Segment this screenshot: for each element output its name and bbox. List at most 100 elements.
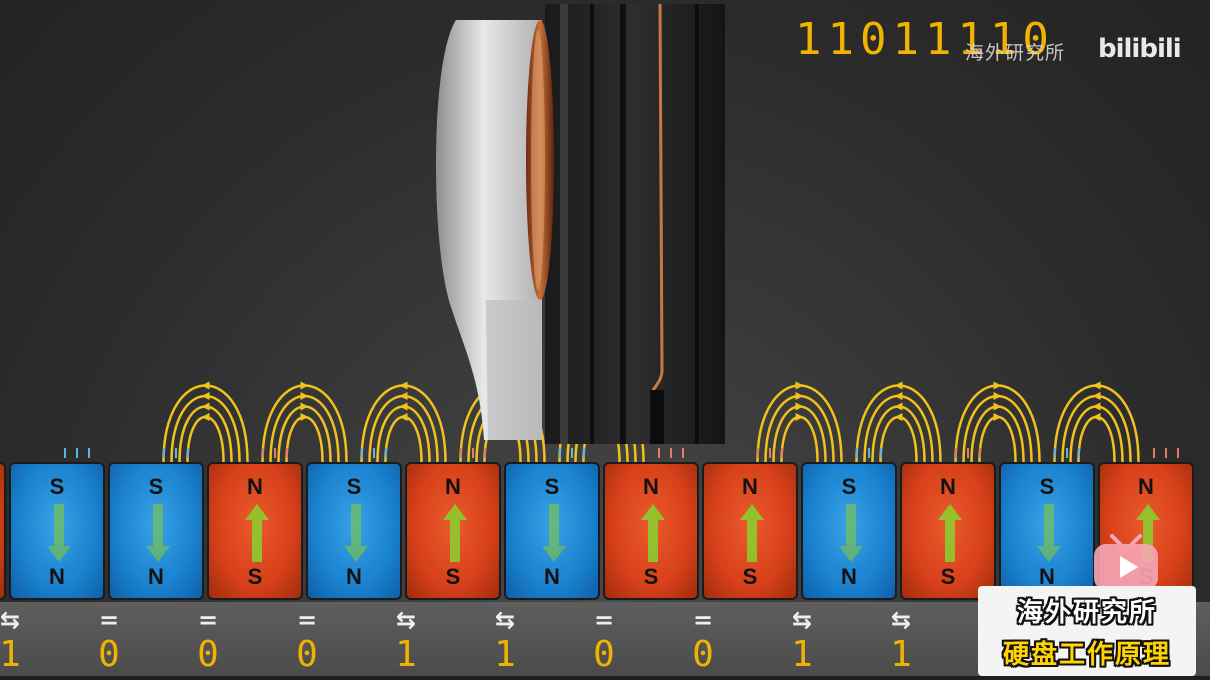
decoded-bit: 1: [395, 634, 417, 675]
field-direction-marker: [201, 381, 210, 390]
pole-label-bottom: S: [247, 564, 263, 589]
field-direction-marker: [399, 413, 408, 421]
pole-label-bottom: S: [940, 564, 956, 589]
decoded-bit: 1: [494, 634, 516, 675]
decoded-bit: 1: [0, 634, 21, 675]
field-line: [186, 416, 225, 463]
field-direction-marker: [894, 402, 903, 411]
arrow-down-icon: [542, 504, 566, 562]
pole-label-top: S: [148, 474, 164, 499]
arrow-up-icon: [641, 504, 665, 562]
pole-label-top: S: [841, 474, 857, 499]
pole-label-bottom: N: [841, 564, 857, 589]
field-line: [384, 416, 423, 463]
field-direction-marker: [300, 402, 309, 411]
pole-label-bottom: N: [544, 564, 560, 589]
field-direction-marker: [993, 381, 1002, 390]
arrow-up-icon: [1136, 504, 1160, 562]
flux-reversal-icon: ⇆: [791, 606, 813, 634]
read-write-head: [435, 3, 725, 444]
arrow-up-icon: [938, 504, 962, 562]
field-direction-marker: [894, 381, 903, 390]
pole-label-top: S: [346, 474, 362, 499]
field-direction-marker: [300, 413, 309, 421]
field-direction-marker: [795, 392, 804, 400]
arrow-up-icon: [443, 504, 467, 562]
field-direction-marker: [894, 392, 903, 400]
pole-label-bottom: S: [643, 564, 659, 589]
pole-label-bottom: S: [742, 564, 758, 589]
flux-reversal-icon: ⇆: [0, 606, 21, 634]
decoded-bit: 1: [890, 634, 912, 675]
field-direction-marker: [1092, 392, 1101, 400]
field-direction-marker: [1092, 413, 1101, 421]
caption-title: 硬盘工作原理: [1002, 640, 1171, 670]
field-direction-marker: [300, 381, 309, 390]
field-direction-marker: [399, 392, 408, 400]
field-direction-marker: [300, 392, 309, 400]
field-direction-marker: [894, 413, 903, 421]
decoded-bit: 0: [593, 634, 615, 675]
field-direction-marker: [201, 402, 210, 411]
no-transition-icon: =: [593, 606, 615, 634]
caption-channel: 海外研究所: [1016, 598, 1157, 628]
field-direction-marker: [399, 402, 408, 411]
pole-label-bottom: S: [445, 564, 461, 589]
field-direction-marker: [201, 392, 210, 400]
field-direction-marker: [1092, 402, 1101, 411]
pole-label-bottom: N: [346, 564, 362, 589]
decoded-bit: 0: [296, 634, 318, 675]
field-direction-marker: [795, 402, 804, 411]
no-transition-icon: =: [296, 606, 318, 634]
title-caption: 海外研究所 硬盘工作原理: [978, 586, 1196, 676]
frame-bottom-edge: [0, 676, 1210, 680]
arrow-down-icon: [47, 504, 71, 562]
field-direction-marker: [1092, 381, 1101, 390]
decoded-bit: 1: [791, 634, 813, 675]
flux-reversal-icon: ⇆: [494, 606, 516, 634]
field-line: [780, 416, 819, 463]
flux-arrows: [64, 448, 1179, 458]
decoded-bit: 0: [692, 634, 714, 675]
pole-label-bottom: N: [148, 564, 164, 589]
no-transition-icon: =: [197, 606, 219, 634]
arrow-up-icon: [740, 504, 764, 562]
field-line: [1077, 416, 1116, 463]
magnet-north-up: [0, 462, 6, 600]
pole-label-top: N: [247, 474, 263, 499]
field-line: [978, 416, 1017, 463]
field-direction-marker: [795, 381, 804, 390]
field-direction-marker: [993, 402, 1002, 411]
arrow-up-icon: [245, 504, 269, 562]
pole-label-bottom: N: [1039, 564, 1055, 589]
field-line: [285, 416, 324, 463]
field-direction-marker: [201, 413, 210, 421]
bilibili-tv-icon: [1094, 534, 1158, 590]
arrow-down-icon: [146, 504, 170, 562]
pole-label-top: N: [445, 474, 461, 499]
flux-reversal-icon: ⇆: [890, 606, 912, 634]
flux-reversal-icon: ⇆: [395, 606, 417, 634]
field-direction-marker: [993, 392, 1002, 400]
pole-label-top: S: [1039, 474, 1055, 499]
arrow-down-icon: [1037, 504, 1061, 562]
no-transition-icon: =: [692, 606, 714, 634]
platter-magnet-row: SNSNNSSNNSSNNSNSSNNSSNNS: [0, 462, 1210, 602]
bilibili-logo: bilibili: [1098, 34, 1182, 64]
pole-label-top: N: [940, 474, 956, 499]
arrow-down-icon: [344, 504, 368, 562]
channel-watermark: 海外研究所: [965, 42, 1066, 64]
pole-label-bottom: N: [49, 564, 65, 589]
